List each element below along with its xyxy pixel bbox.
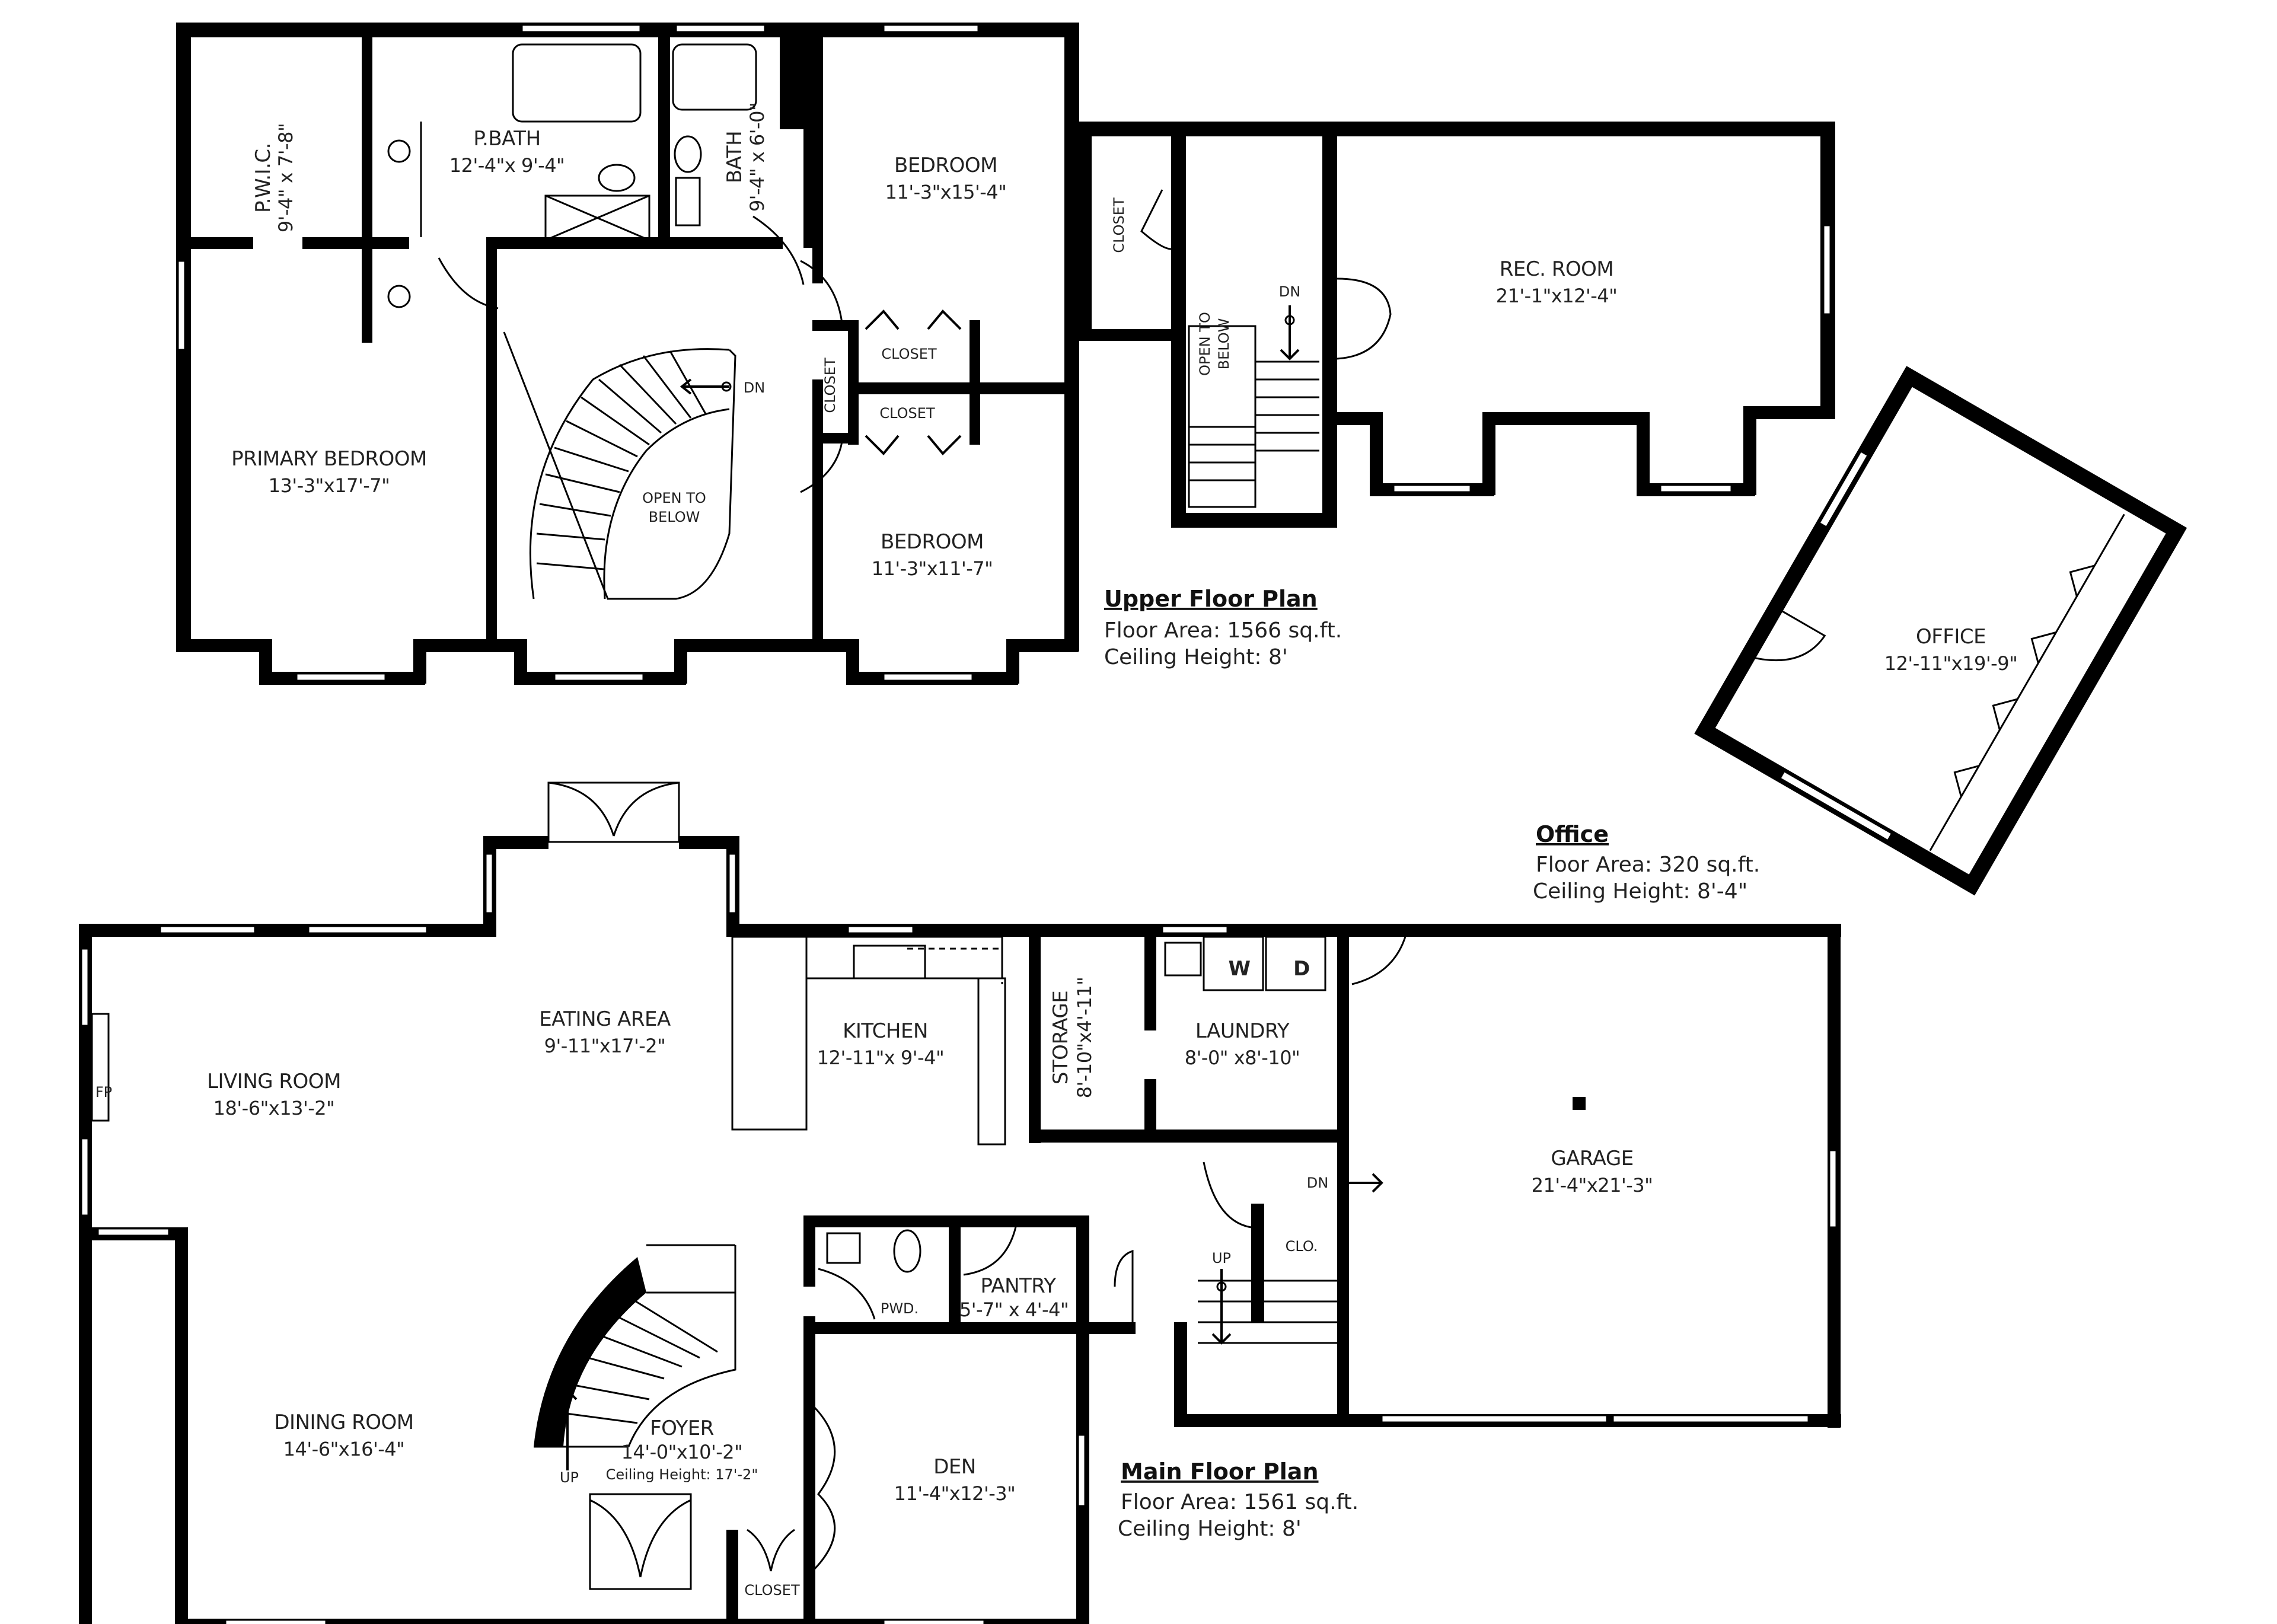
- room-dims-pantry: 5'-7" x 4'-4": [959, 1298, 1069, 1321]
- foyer-stair-treads: [548, 1288, 718, 1424]
- rec-stair-dn-label: DN: [1279, 283, 1300, 300]
- room-label-rec-room: REC. ROOM: [1500, 257, 1613, 281]
- room-dims-office: 12'-11"x19'-9": [1884, 652, 2018, 675]
- svg-text:9'-4" x 7'-8": 9'-4" x 7'-8": [275, 123, 297, 232]
- foyer-stair-up-label: UP: [560, 1469, 579, 1486]
- garage-stair-up-label: UP: [1212, 1250, 1231, 1266]
- room-label-bedroom-2: BEDROOM: [881, 530, 984, 554]
- upper-floor-title: Upper Floor Plan: [1104, 586, 1318, 612]
- closet-label-a: CLOSET: [881, 346, 937, 362]
- room-dims-den: 11'-4"x12'-3": [894, 1482, 1016, 1505]
- room-label-pantry: PANTRY: [980, 1274, 1056, 1298]
- svg-text:BATH: BATH: [723, 131, 747, 183]
- room-label-pbath: P.BATH: [473, 127, 540, 151]
- washer-label: W: [1228, 957, 1250, 981]
- room-label-dining-room: DINING ROOM: [274, 1411, 413, 1434]
- upper-floor-plan: P.W.I.C. 9'-4" x 7'-8" P.BATH 12'-4"x 9'…: [176, 23, 1835, 685]
- room-label-storage: STORAGE 8'-10"x4'-11": [1049, 977, 1096, 1099]
- closet-label-d: CLOSET: [1111, 197, 1127, 253]
- office-floor-area: Floor Area: 320 sq.ft.: [1536, 853, 1760, 877]
- svg-text:9'-4" x 6'-0": 9'-4" x 6'-0": [746, 103, 768, 212]
- room-label-living-room: LIVING ROOM: [207, 1070, 341, 1093]
- room-dims-primary-bedroom: 13'-3"x17'-7": [269, 474, 390, 497]
- room-label-clo: CLO.: [1286, 1238, 1318, 1255]
- room-dims-bedroom-1: 11'-3"x15'-4": [885, 181, 1007, 203]
- office-ceiling: Ceiling Height: 8'-4": [1533, 879, 1747, 904]
- main-floor-title: Main Floor Plan: [1121, 1459, 1319, 1485]
- room-label-powder: PWD.: [881, 1300, 919, 1317]
- open-to-below-label: OPEN TO: [642, 490, 706, 506]
- room-dims-dining-room: 14'-6"x16'-4": [283, 1438, 405, 1460]
- svg-text:P.W.I.C.: P.W.I.C.: [251, 143, 275, 213]
- room-label-garage: GARAGE: [1551, 1147, 1633, 1170]
- open-to-below-label-2: BELOW: [649, 509, 700, 525]
- room-label-pwic: P.W.I.C. 9'-4" x 7'-8": [251, 123, 297, 232]
- room-dims-bedroom-2: 11'-3"x11'-7": [872, 557, 993, 580]
- main-floor-ceiling: Ceiling Height: 8': [1118, 1517, 1302, 1541]
- closet-label-c: CLOSET: [822, 358, 838, 413]
- room-label-den: DEN: [933, 1455, 976, 1479]
- room-dims-laundry: 8'-0" x8'-10": [1185, 1046, 1300, 1069]
- room-dims-foyer: 14'-0"x10'-2": [621, 1441, 743, 1463]
- room-dims-kitchen: 12'-11"x 9'-4": [817, 1046, 944, 1069]
- main-floor-plan: LIVING ROOM 18'-6"x13'-2" EATING AREA 9'…: [79, 781, 1841, 1624]
- svg-text:BELOW: BELOW: [1216, 318, 1232, 370]
- room-dims-garage: 21'-4"x21'-3": [1532, 1174, 1653, 1197]
- stair-dn-label: DN: [744, 379, 765, 396]
- room-label-foyer: FOYER: [650, 1416, 714, 1440]
- office-plan: OFFICE 12'-11"x19'-9" Office Floor Area:…: [1533, 366, 2187, 904]
- room-label-closet: CLOSET: [744, 1582, 800, 1599]
- foyer-ceiling-height: Ceiling Height: 17'-2": [606, 1466, 758, 1483]
- room-label-laundry: LAUNDRY: [1195, 1019, 1290, 1043]
- svg-text:8'-10"x4'-11": 8'-10"x4'-11": [1073, 977, 1096, 1099]
- open-to-below-rec-label: OPEN TO BELOW: [1197, 312, 1232, 376]
- room-label-bath: BATH 9'-4" x 6'-0": [723, 103, 768, 212]
- upper-floor-area: Floor Area: 1566 sq.ft.: [1104, 618, 1342, 643]
- svg-text:STORAGE: STORAGE: [1049, 991, 1073, 1084]
- room-label-primary-bedroom: PRIMARY BEDROOM: [231, 447, 427, 471]
- main-floor-area: Floor Area: 1561 sq.ft.: [1121, 1490, 1358, 1514]
- office-title: Office: [1536, 821, 1609, 847]
- room-label-bedroom-1: BEDROOM: [894, 154, 997, 177]
- svg-text:OPEN TO: OPEN TO: [1197, 312, 1213, 376]
- upper-floor-ceiling: Ceiling Height: 8': [1104, 645, 1288, 669]
- garage-stair-dn-label: DN: [1307, 1175, 1328, 1191]
- room-label-office: OFFICE: [1916, 625, 1986, 649]
- room-dims-pbath: 12'-4"x 9'-4": [449, 154, 565, 177]
- curved-stair-treads: [536, 350, 707, 570]
- room-dims-rec-room: 21'-1"x12'-4": [1496, 285, 1618, 307]
- room-dims-living-room: 18'-6"x13'-2": [213, 1097, 335, 1119]
- room-label-kitchen: KITCHEN: [843, 1019, 928, 1043]
- room-dims-eating-area: 9'-11"x17'-2": [544, 1035, 666, 1057]
- dryer-label: D: [1293, 957, 1310, 981]
- closet-label-b: CLOSET: [879, 405, 935, 422]
- fireplace-label: FP: [95, 1084, 112, 1100]
- room-label-eating-area: EATING AREA: [539, 1007, 671, 1031]
